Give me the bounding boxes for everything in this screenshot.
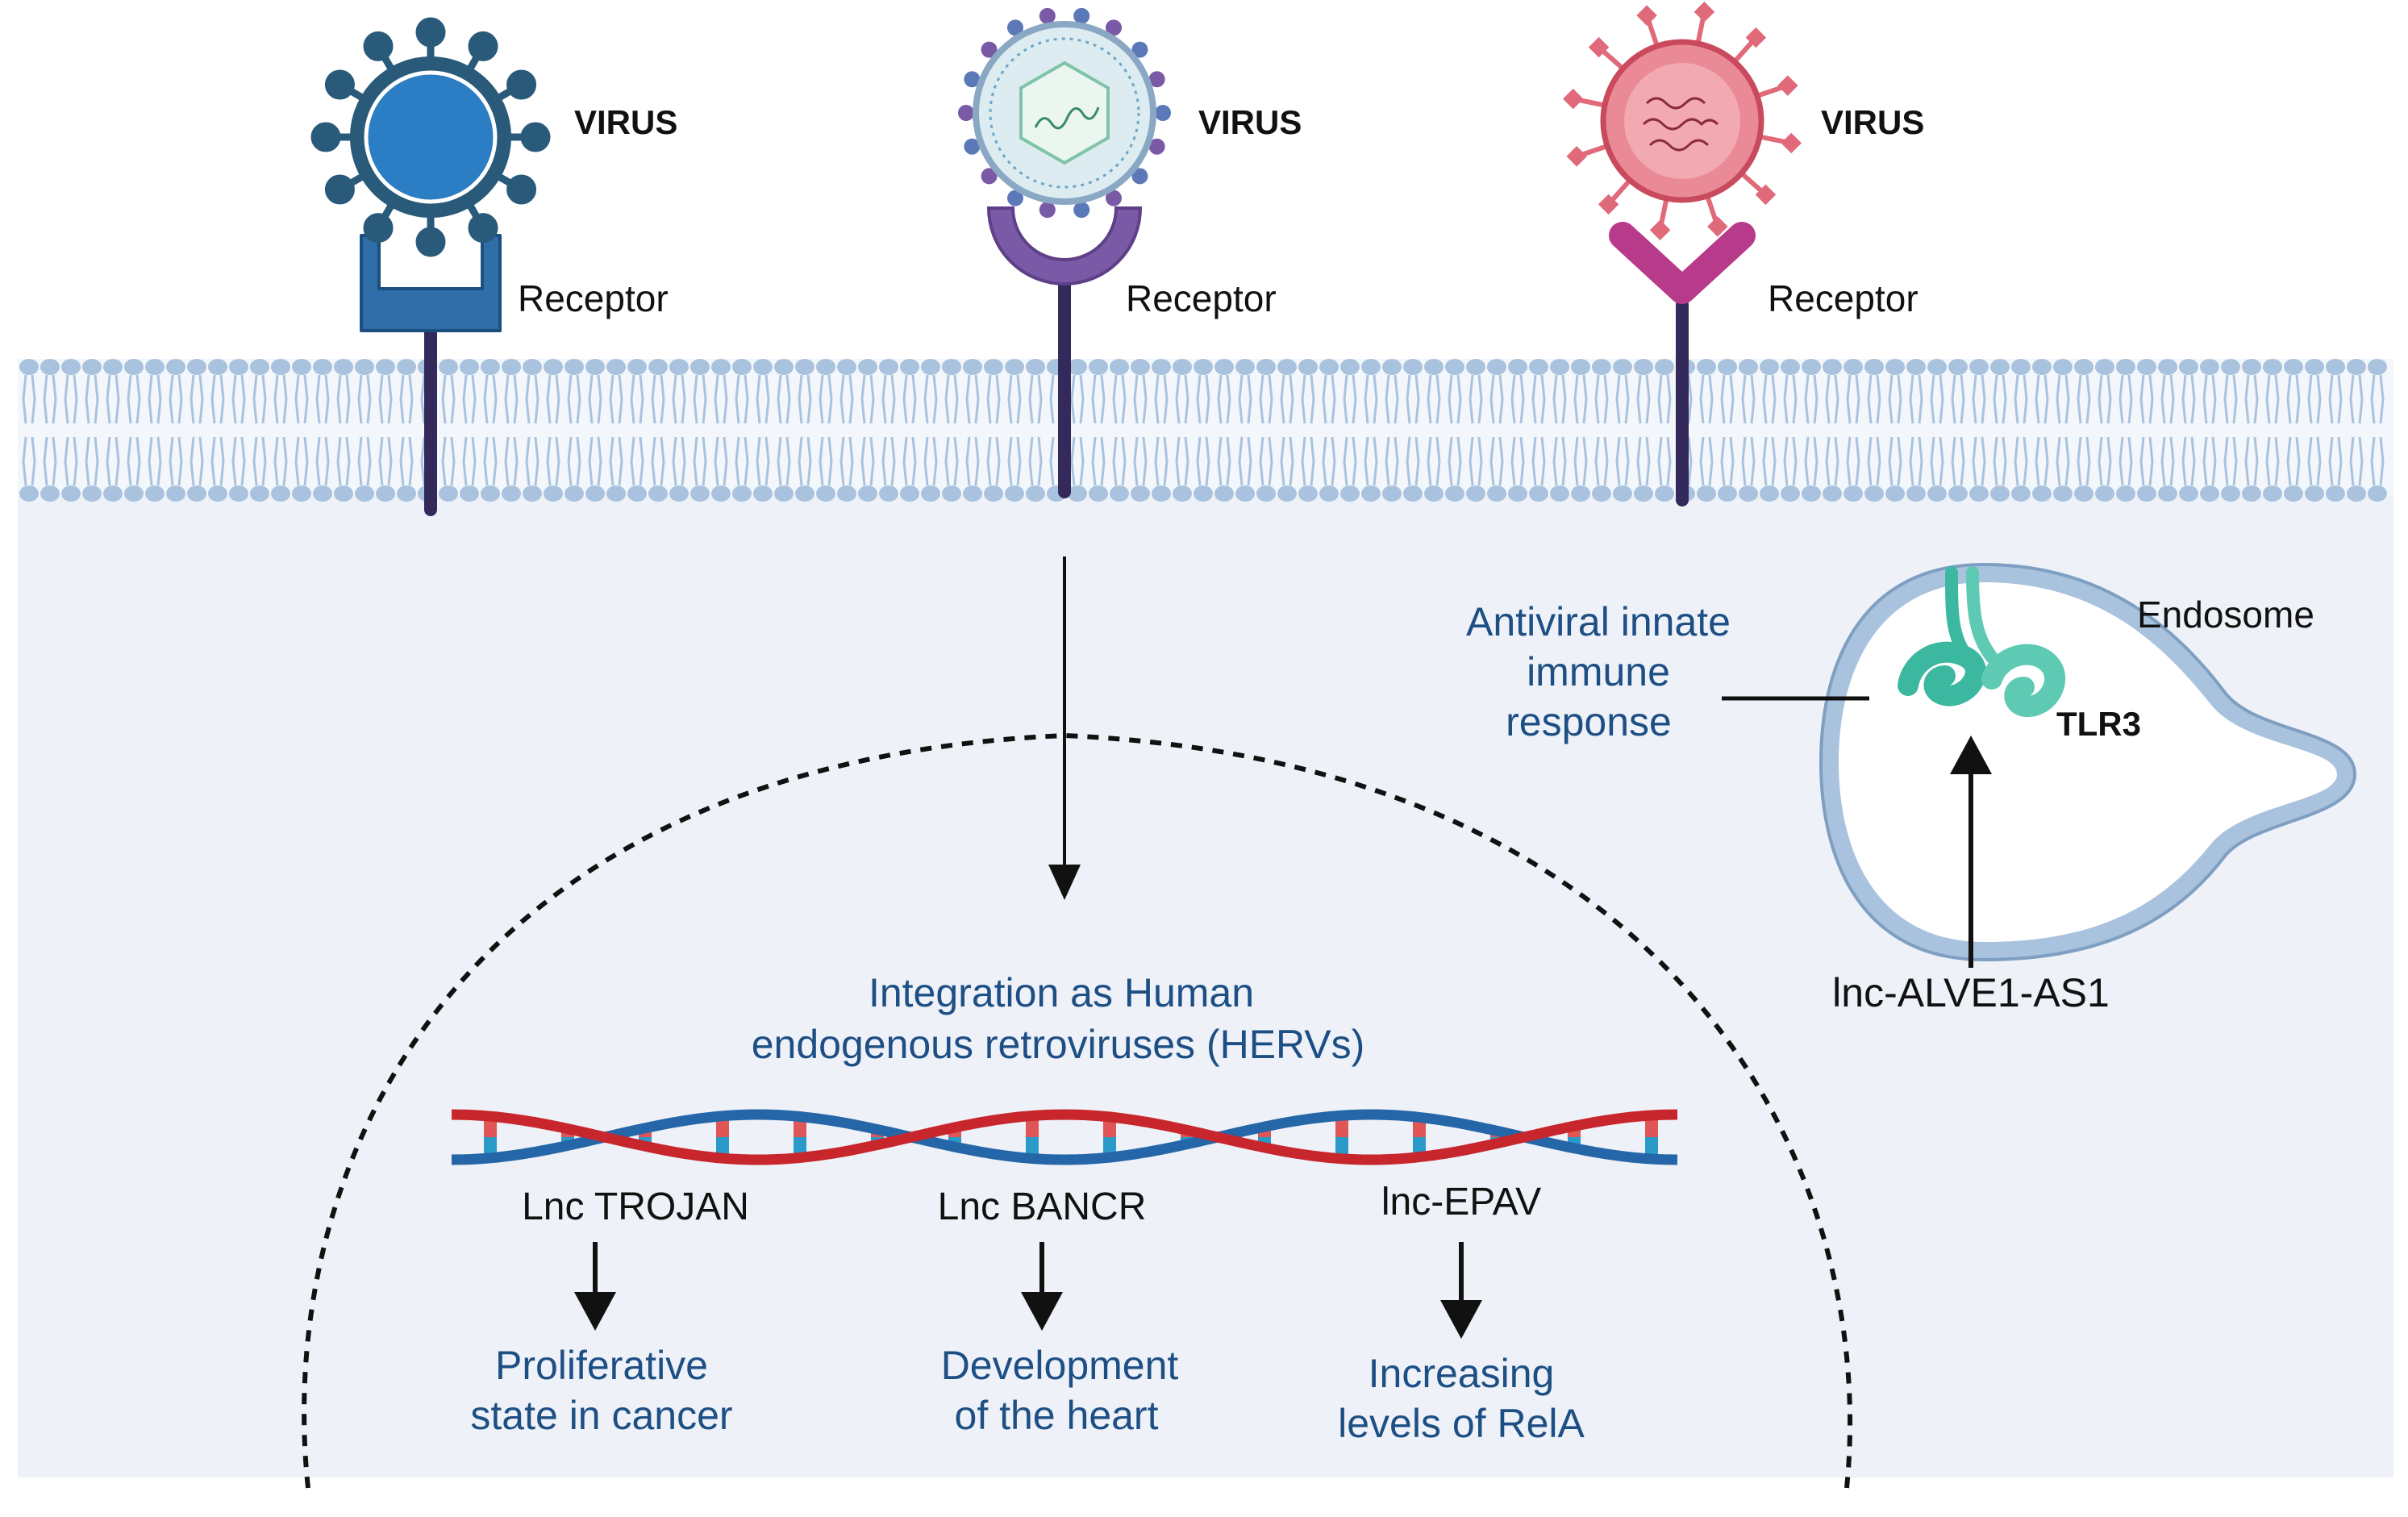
effect-arrow-1 [574, 1242, 616, 1331]
virus-icon-2 [958, 7, 1171, 219]
virus-label-1: VIRUS [574, 103, 677, 141]
virus-label-3: VIRUS [1821, 103, 1924, 141]
virus-label-2: VIRUS [1198, 103, 1302, 141]
effect-arrow-2 [1021, 1242, 1063, 1331]
integration-line-1: Integration as Human [869, 970, 1254, 1015]
lnc-label-epav: lnc-EPAV [1381, 1181, 1541, 1223]
cell-membrane [18, 359, 2393, 502]
dna-helix [451, 1109, 1678, 1165]
tlr3-label: TLR3 [2056, 705, 2141, 743]
effect-trojan-line-2: state in cancer [470, 1393, 732, 1438]
endosome-inner [1839, 582, 2337, 942]
receptor-3 [1609, 222, 1756, 506]
receptor-2 [986, 206, 1143, 498]
entry-arrow-head [1048, 865, 1081, 900]
alve1-arrow-head [1950, 736, 1992, 774]
effect-trojan-line-1: Proliferative [495, 1343, 708, 1388]
effect-arrow-3 [1440, 1242, 1482, 1339]
effect-bancr-line-2: of the heart [955, 1393, 1159, 1438]
effect-epav-line-2: levels of RelA [1338, 1401, 1585, 1446]
endosome-label: Endosome [2137, 594, 2314, 636]
receptor-label-3: Receptor [1768, 277, 1918, 319]
integration-line-2: endogenous retroviruses (HERVs) [752, 1022, 1365, 1067]
response-line-1: Antiviral innate [1466, 599, 1731, 644]
alve1-label: lnc-ALVE1-AS1 [1832, 970, 2110, 1015]
lnc-label-trojan: Lnc TROJAN [522, 1186, 749, 1228]
response-line-3: response [1506, 699, 1672, 744]
response-line-2: immune [1527, 649, 1670, 694]
lnc-label-bancr: Lnc BANCR [938, 1186, 1147, 1228]
receptor-label-2: Receptor [1126, 277, 1277, 319]
effect-bancr-line-1: Development [941, 1343, 1179, 1388]
virus-icon-1 [310, 17, 551, 257]
receptor-label-1: Receptor [518, 277, 669, 319]
effect-epav-line-1: Increasing [1369, 1351, 1555, 1396]
tlr3-icon [1898, 566, 2066, 717]
virus-icon-3 [1563, 2, 1802, 240]
